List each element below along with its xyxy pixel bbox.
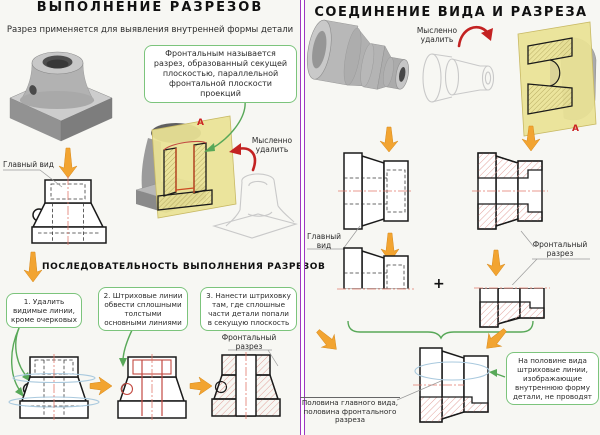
step-arrow-1	[89, 376, 113, 396]
combine-brace	[347, 320, 534, 340]
step1-callout: 1. Удалить видимые линии, кроме очерковы…	[6, 293, 82, 328]
step3-drawing	[211, 349, 281, 419]
sequence-down-arrow	[23, 251, 43, 283]
combine-arrow-left	[316, 329, 337, 350]
combined-view-label: Половина главного вида, половина фронтал…	[300, 397, 400, 425]
note-callout: На половине вида штриховые линии, изобра…	[506, 352, 599, 405]
step3-callout: 3. Нанести штриховку там, где сплошные ч…	[200, 287, 297, 331]
right-ghost-outline	[422, 53, 495, 103]
half-main-view-drawing	[336, 247, 415, 292]
frontal-definition-callout: Фронтальным называется разрез, образован…	[144, 45, 297, 103]
left-down-arrow	[58, 147, 78, 179]
left-section-plane-letter: А	[197, 118, 204, 128]
right-mentally-remove-label: Мысленно удалить	[416, 26, 458, 44]
right-down-arrow-1	[379, 126, 399, 153]
right-mentally-remove-arrow	[457, 25, 493, 48]
left-panel-title: ВЫПОЛНЕНИЕ РАЗРЕЗОВ	[36, 0, 264, 15]
right-section-plane	[517, 21, 597, 137]
left-main-view-label: Главный вид	[3, 160, 54, 169]
right-down-arrow-2	[521, 125, 541, 152]
left-3d-part	[9, 51, 113, 142]
right-frontal-section-label: Фронтальный разрез	[532, 240, 588, 258]
step2-callout: 2. Штриховые линии обвести сплошными тол…	[98, 287, 188, 331]
plus-sign: +	[433, 276, 445, 292]
step-arrow-2	[189, 376, 213, 396]
step-leaders	[10, 325, 135, 397]
left-main-view-drawing	[3, 169, 107, 247]
right-down-arrow-4	[486, 249, 506, 277]
combined-view-drawing	[396, 347, 506, 423]
right-main-view-drawing	[338, 152, 412, 230]
left-panel-subtitle: Разрез применяется для выявления внутрен…	[6, 25, 294, 35]
right-main-view-label: Главный вид	[306, 232, 342, 250]
right-section-plane-letter: А	[572, 124, 579, 134]
right-3d-part	[306, 19, 409, 90]
left-cutaway-section-plane	[135, 115, 237, 219]
left-ghost-outline	[212, 173, 298, 239]
left-mentally-remove-arrow	[229, 143, 257, 172]
left-frontal-section-label: Фронтальный разрез	[221, 333, 277, 351]
step2-drawing	[117, 354, 187, 420]
half-section-drawing	[474, 285, 551, 328]
combine-arrow-right	[486, 328, 507, 349]
right-panel-title: СОЕДИНЕНИЕ ВИДА И РАЗРЕЗА	[314, 5, 588, 20]
panel-divider	[300, 0, 305, 435]
sequence-title: ПОСЛЕДОВАТЕЛЬНОСТЬ ВЫПОЛНЕНИЯ РАЗРЕЗОВ	[42, 262, 326, 272]
left-mentally-remove-label: Мысленно удалить	[251, 136, 293, 154]
right-section-view-drawing	[472, 152, 548, 230]
step1-drawing	[8, 354, 100, 420]
